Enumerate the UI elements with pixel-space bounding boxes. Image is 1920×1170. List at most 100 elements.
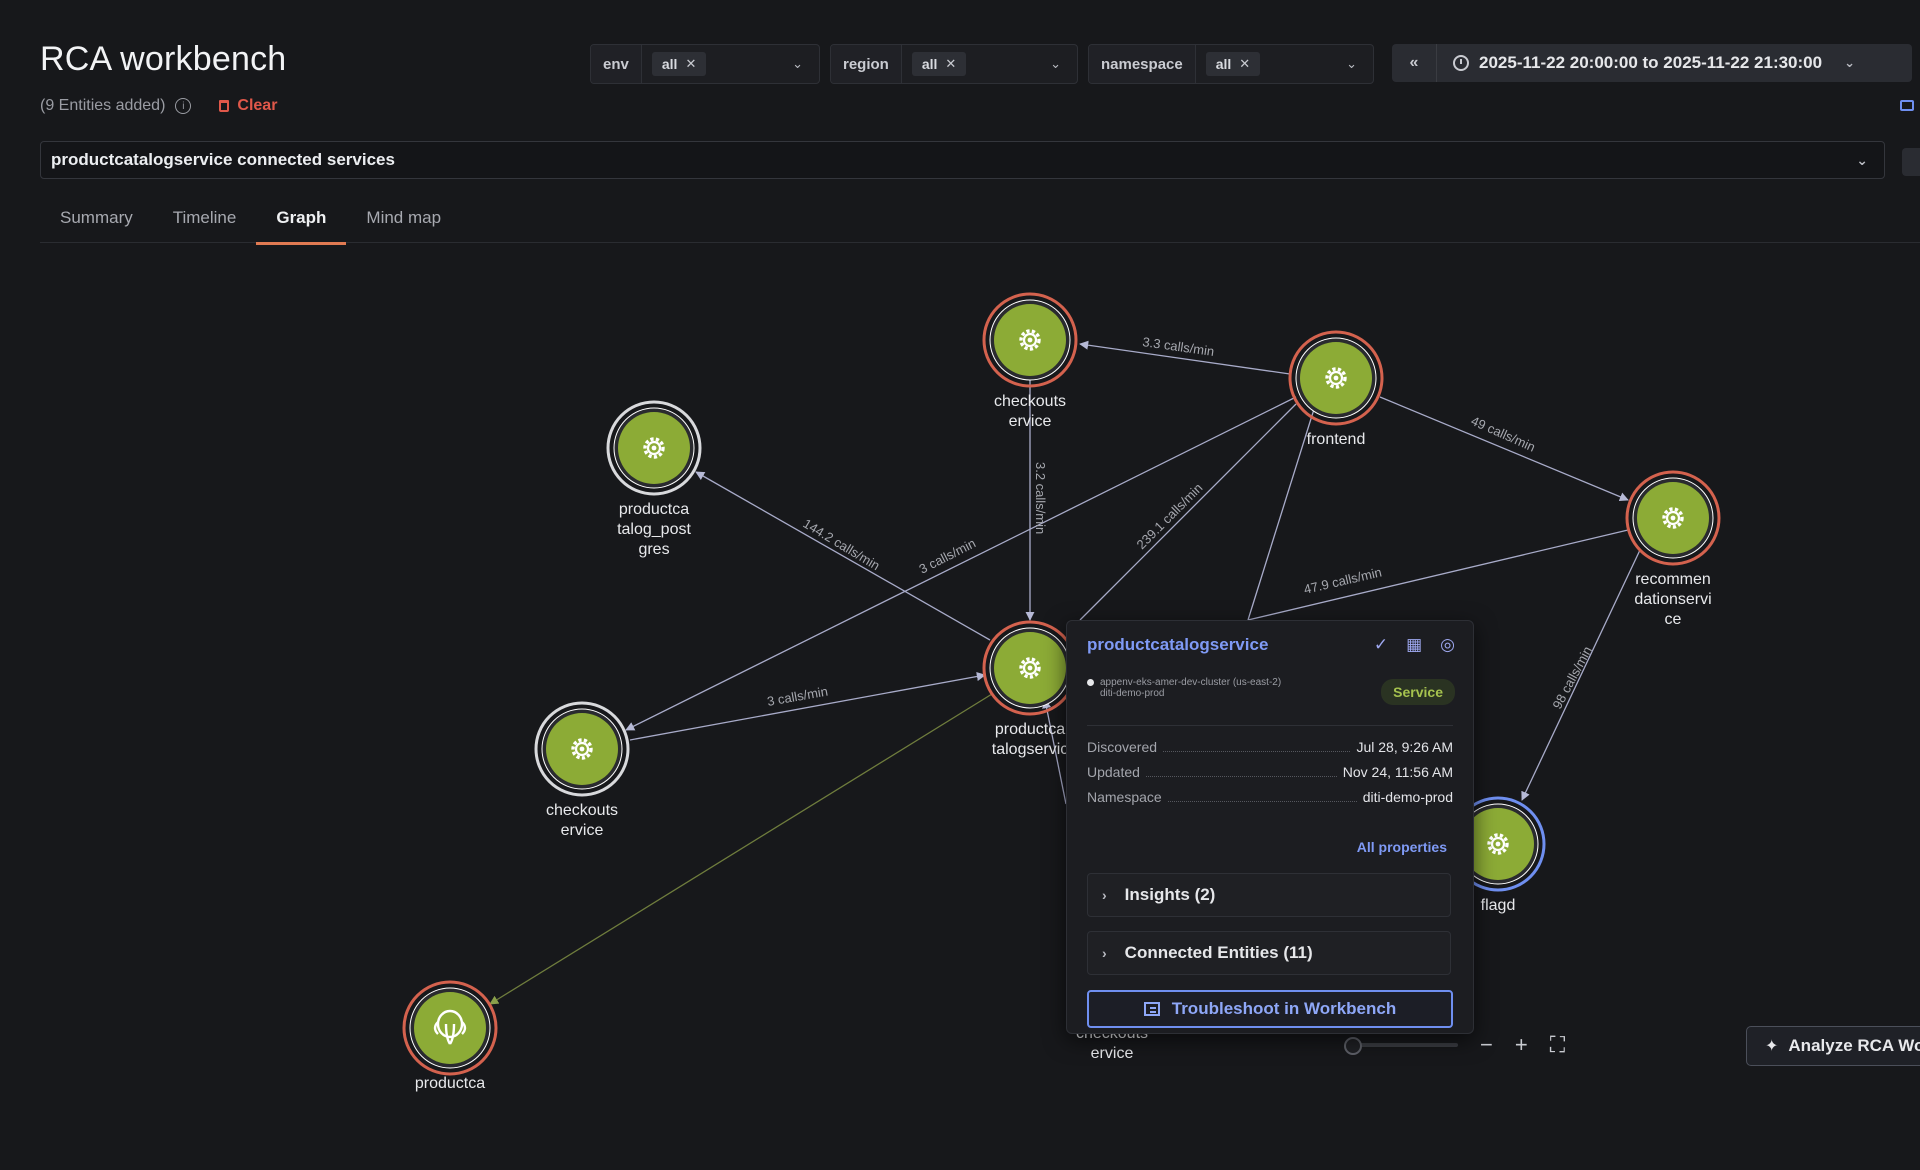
graph-node-productcatalogservice[interactable]: productca talogservic (982, 620, 1078, 758)
popup-title[interactable]: productcatalogservice (1087, 635, 1269, 654)
chevron-down-icon[interactable]: ⌄ (792, 56, 803, 71)
node-label: gres (638, 541, 669, 558)
grid-icon[interactable]: ▦ (1406, 635, 1423, 654)
chevron-down-icon[interactable]: ⌄ (1844, 55, 1855, 70)
tab-mind-map[interactable]: Mind map (366, 208, 442, 227)
graph-edges (489, 340, 1641, 1005)
tab-graph[interactable]: Graph (256, 198, 347, 245)
all-properties-link[interactable]: All properties (1356, 839, 1447, 855)
time-range-text: 2025-11-22 20:00:00 to 2025-11-22 21:30:… (1479, 53, 1823, 72)
popup-cluster-info: appenv-eks-amer-dev-cluster (us-east-2) … (1087, 677, 1317, 699)
node-label: checkouts (994, 393, 1066, 410)
edge (1379, 396, 1629, 502)
analyze-rca-button[interactable]: ✦ Analyze RCA Wo (1746, 1026, 1920, 1066)
zoom-controls: − + ⛶ (1344, 1024, 1728, 1066)
namespace-chip-value: all (1215, 56, 1232, 72)
clock-icon (1453, 55, 1469, 71)
postgres-icon (433, 1009, 467, 1045)
sparkle-icon: ✦ (1765, 1038, 1779, 1055)
check-icon[interactable]: ✓ (1373, 635, 1389, 654)
eye-off-icon[interactable]: ◎ (1440, 635, 1455, 654)
tab-timeline[interactable]: Timeline (172, 208, 237, 227)
env-filter-label: env (591, 45, 642, 83)
edge (489, 693, 993, 1005)
updated-label: Updated (1087, 764, 1140, 780)
connected-entities-accordion[interactable]: › Connected Entities (11) (1087, 931, 1451, 975)
region-filter-label: region (831, 45, 902, 83)
env-chip-value: all (661, 56, 678, 72)
close-icon[interactable]: ✕ (1239, 56, 1251, 71)
node-label: ce (1665, 611, 1682, 628)
graph-node-frontend[interactable]: frontend (1288, 330, 1384, 448)
node-label: flagd (1481, 897, 1516, 914)
clear-label: Clear (237, 97, 278, 114)
view-tabs: Summary Timeline Graph Mind map (40, 198, 1920, 245)
node-label: ervice (1009, 413, 1052, 430)
node-label: frontend (1307, 431, 1366, 448)
chevron-down-icon[interactable]: ⌄ (1346, 56, 1357, 71)
status-dot (1087, 678, 1094, 686)
edge (1042, 699, 1067, 805)
chevron-down-icon[interactable]: ⌄ (1856, 151, 1868, 168)
graph-node-productca-db[interactable]: productca (402, 980, 498, 1092)
region-chip-value: all (921, 56, 938, 72)
insights-accordion[interactable]: › Insights (2) (1087, 873, 1451, 917)
region-chip[interactable]: all ✕ (911, 52, 967, 76)
info-icon[interactable]: i (175, 98, 192, 114)
edge-label: 3.3 calls/min (1142, 334, 1216, 359)
time-range-picker[interactable]: « 2025-11-22 20:00:00 to 2025-11-22 21:3… (1392, 44, 1912, 82)
node-label: talog_post (617, 521, 691, 538)
region-filter[interactable]: region all ✕ ⌄ (830, 44, 1078, 84)
namespace-filter-label: namespace (1089, 45, 1196, 83)
service-graph[interactable]: 3.3 calls/min 49 calls/min 3.2 calls/min… (0, 244, 1920, 1170)
node-label: ervice (1091, 1045, 1134, 1062)
discovered-label: Discovered (1087, 739, 1158, 755)
graph-node-checkoutservice-left[interactable]: checkouts ervice (534, 701, 630, 839)
graph-node-recommendationservice[interactable]: recommen dationservi ce (1625, 470, 1721, 628)
env-filter[interactable]: env all ✕ ⌄ (590, 44, 820, 84)
edge-label: 144.2 calls/min (800, 516, 882, 574)
cluster-namespace: diti-demo-prod (1100, 688, 1165, 699)
troubleshoot-label: Troubleshoot in Workbench (1171, 999, 1397, 1018)
node-label: ervice (561, 822, 604, 839)
selector-settings-button[interactable] (1902, 148, 1920, 176)
node-label: productca (619, 501, 689, 518)
edge (1079, 340, 1291, 375)
close-icon[interactable]: ✕ (685, 56, 697, 71)
edge (695, 471, 991, 641)
node-label: dationservi (1634, 591, 1711, 608)
clear-button[interactable]: Clear (219, 97, 277, 115)
popup-actions: ✓ ▦ ◎ (1374, 635, 1455, 655)
namespace-chip[interactable]: all ✕ (1205, 52, 1261, 76)
env-chip[interactable]: all ✕ (651, 52, 707, 76)
node-label: productca (415, 1075, 485, 1092)
cluster-name: appenv-eks-amer-dev-cluster (us-east-2) (1100, 677, 1282, 688)
edge-label: 47.9 calls/min (1302, 564, 1383, 596)
comment-icon[interactable] (1900, 100, 1914, 111)
zoom-out-button[interactable]: − (1480, 1032, 1493, 1057)
chevron-right-icon: › (1102, 945, 1107, 961)
graph-node-productcatalog-postgres[interactable]: productca talog_post gres (606, 400, 702, 558)
updated-value: Nov 24, 11:56 AM (1342, 764, 1453, 780)
namespace-filter[interactable]: namespace all ✕ ⌄ (1088, 44, 1374, 84)
entity-selector[interactable]: productcatalogservice connected services… (40, 141, 1885, 179)
edge (629, 671, 986, 741)
graph-node-checkoutservice-top[interactable]: checkouts ervice (982, 292, 1078, 430)
zoom-slider[interactable] (1344, 1037, 1458, 1055)
edge-label: 3.2 calls/min (1033, 462, 1048, 534)
entity-selector-value: productcatalogservice connected services (51, 150, 395, 169)
fullscreen-icon[interactable]: ⛶ (1549, 1032, 1566, 1057)
zoom-slider-knob[interactable] (1344, 1037, 1362, 1055)
edge (625, 396, 1297, 731)
analyze-rca-label: Analyze RCA Wo (1788, 1036, 1920, 1055)
close-icon[interactable]: ✕ (945, 56, 957, 71)
collapse-button[interactable]: « (1392, 44, 1437, 82)
insights-label: Insights (2) (1124, 885, 1216, 904)
zoom-in-button[interactable]: + (1514, 1032, 1528, 1057)
chevron-down-icon[interactable]: ⌄ (1050, 56, 1061, 71)
updated-row: Updated Nov 24, 11:56 AM (1087, 764, 1453, 780)
troubleshoot-button[interactable]: Troubleshoot in Workbench (1087, 990, 1453, 1028)
tab-summary[interactable]: Summary (60, 208, 133, 227)
